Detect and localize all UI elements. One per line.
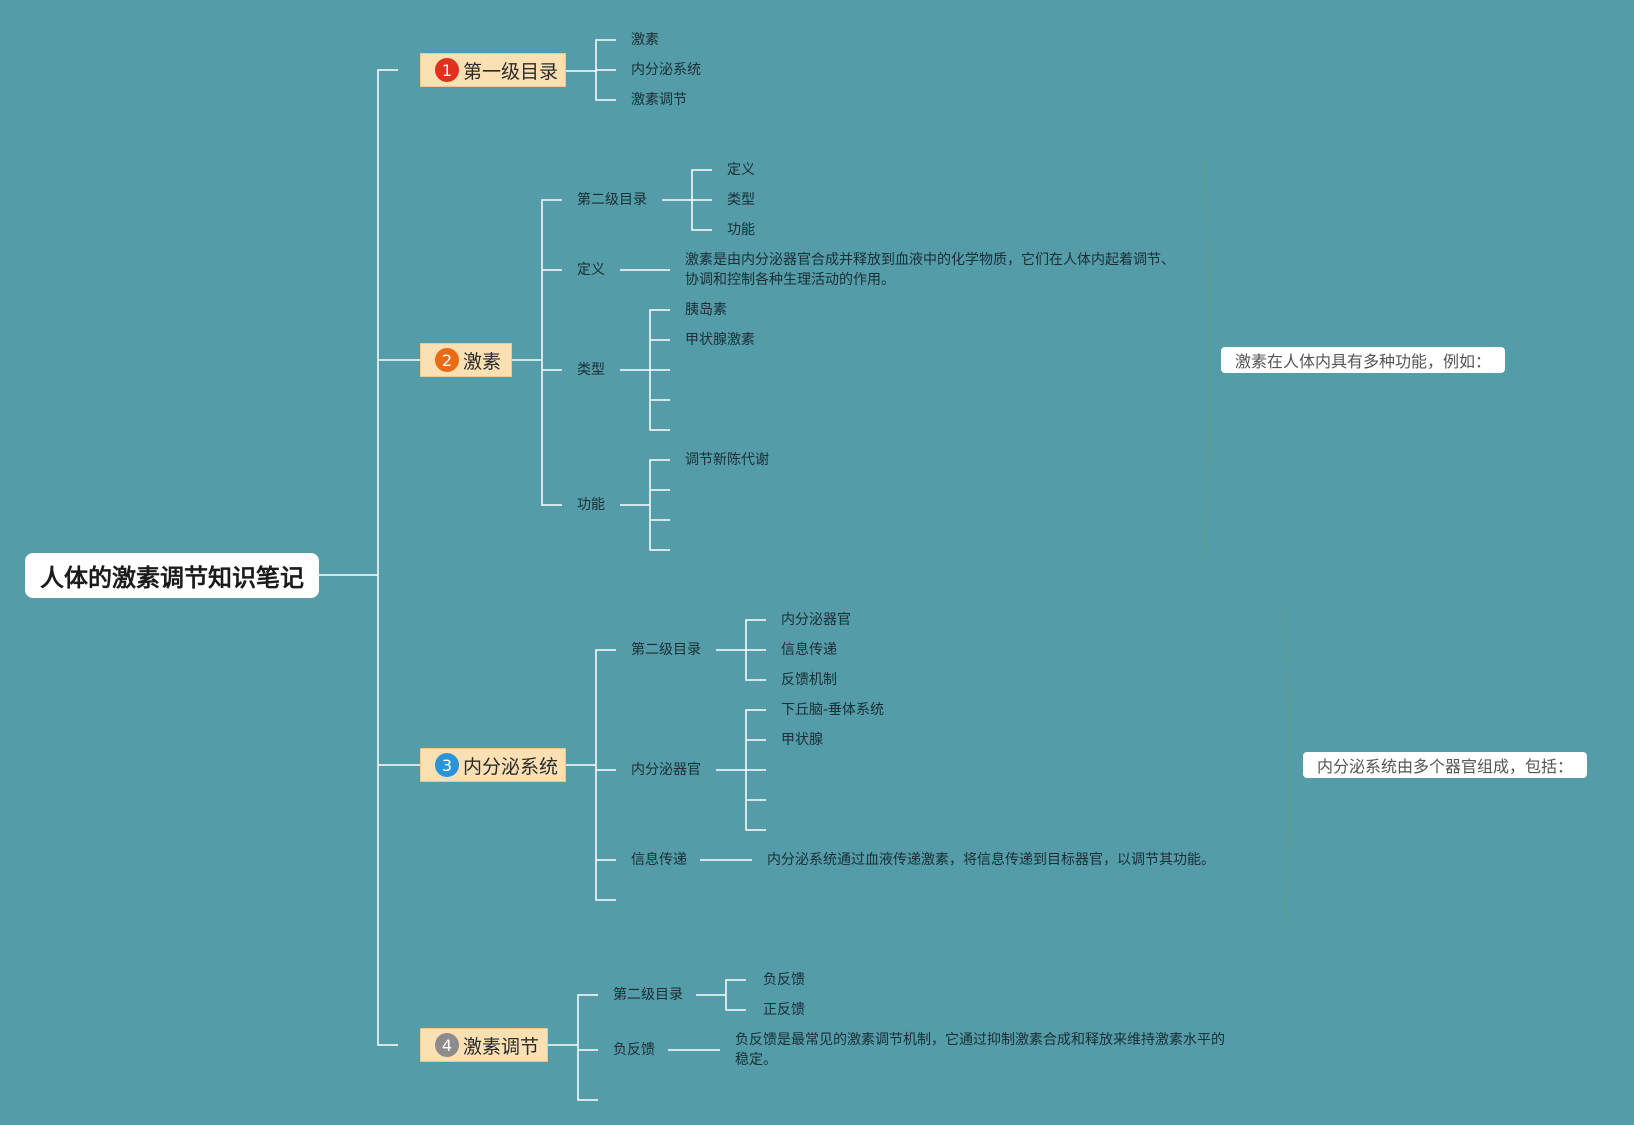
- b1-item-regulation[interactable]: 激素调节: [631, 92, 687, 108]
- main-topic-3-label: 内分泌系统: [463, 755, 559, 778]
- b2-functions-label[interactable]: 功能: [577, 497, 605, 513]
- b2-toc-item-types[interactable]: 类型: [727, 192, 755, 208]
- b3-transmission-label[interactable]: 信息传递: [631, 852, 687, 868]
- b3-summary-text: 内分泌系统由多个器官组成，包括：: [1317, 757, 1574, 776]
- main-topic-2[interactable]: 2 激素: [420, 343, 512, 377]
- b4-negative-label[interactable]: 负反馈: [613, 1042, 655, 1058]
- b4-negative-text[interactable]: 负反馈是最常见的激素调节机制，它通过抑制激素合成和释放来维持激素水平的稳定。: [735, 1032, 1225, 1068]
- b2-definition-text[interactable]: 激素是由内分泌器官合成并释放到血液中的化学物质，它们在人体内起着调节、协调和控制…: [685, 252, 1175, 288]
- b1-item-hormone[interactable]: 激素: [631, 32, 659, 48]
- b2-types-label[interactable]: 类型: [577, 362, 605, 378]
- number-3-badge-icon: 3: [435, 753, 459, 777]
- root-topic[interactable]: 人体的激素调节知识笔记: [25, 553, 319, 598]
- b3-summary[interactable]: 内分泌系统由多个器官组成，包括：: [1303, 752, 1588, 778]
- b3-toc-item-feedback[interactable]: 反馈机制: [781, 672, 837, 688]
- main-topic-3[interactable]: 3 内分泌系统: [420, 748, 566, 782]
- main-topic-4-label: 激素调节: [463, 1035, 540, 1058]
- b3-organ-hypothalamus[interactable]: 下丘脑-垂体系统: [781, 702, 885, 718]
- number-2-badge-icon: 2: [435, 348, 459, 372]
- main-topic-2-label: 激素: [463, 350, 502, 373]
- b4-toc-item-positive[interactable]: 正反馈: [763, 1002, 805, 1018]
- b2-definition-label[interactable]: 定义: [577, 262, 605, 278]
- b2-toc-item-functions[interactable]: 功能: [727, 222, 755, 238]
- b3-organ-thyroid[interactable]: 甲状腺: [781, 732, 823, 748]
- b2-toc-label[interactable]: 第二级目录: [577, 192, 647, 208]
- b2-summary-text: 激素在人体内具有多种功能，例如：: [1235, 352, 1492, 371]
- number-4-badge-icon: 4: [435, 1033, 459, 1057]
- b1-item-endocrine[interactable]: 内分泌系统: [631, 62, 701, 78]
- b2-summary[interactable]: 激素在人体内具有多种功能，例如：: [1221, 347, 1506, 373]
- b4-toc-item-negative[interactable]: 负反馈: [763, 972, 805, 988]
- b2-type-insulin[interactable]: 胰岛素: [685, 302, 727, 318]
- b4-toc-label[interactable]: 第二级目录: [613, 987, 683, 1003]
- number-1-badge-icon: 1: [435, 58, 459, 82]
- b3-toc-label[interactable]: 第二级目录: [631, 642, 701, 658]
- b2-type-thyroid[interactable]: 甲状腺激素: [685, 332, 755, 348]
- b3-toc-item-transmission[interactable]: 信息传递: [781, 642, 837, 658]
- root-title: 人体的激素调节知识笔记: [40, 564, 304, 592]
- b2-function-metabolism[interactable]: 调节新陈代谢: [685, 452, 769, 468]
- main-topic-1-label: 第一级目录: [463, 60, 559, 83]
- b3-organs-label[interactable]: 内分泌器官: [631, 762, 701, 778]
- main-topic-4[interactable]: 4 激素调节: [420, 1028, 548, 1062]
- b3-toc-item-organs[interactable]: 内分泌器官: [781, 612, 851, 628]
- main-topic-1[interactable]: 1 第一级目录: [420, 53, 566, 87]
- b3-transmission-text[interactable]: 内分泌系统通过血液传递激素，将信息传递到目标器官，以调节其功能。: [767, 852, 1215, 868]
- b2-toc-item-definition[interactable]: 定义: [727, 162, 755, 178]
